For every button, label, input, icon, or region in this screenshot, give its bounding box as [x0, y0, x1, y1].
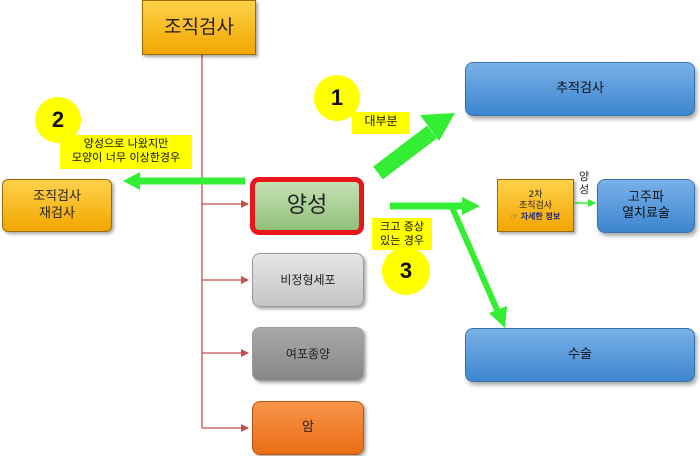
- note-mostly: 대부분: [352, 112, 410, 134]
- atypical-label: 비정형세포: [280, 272, 336, 287]
- arrow-to-second-biopsy-head: [462, 197, 480, 215]
- arrow-to-rebiopsy-head: [123, 172, 140, 190]
- badge-1-number: 1: [330, 85, 344, 110]
- badge-2-number: 2: [51, 107, 65, 132]
- rebiopsy-label-line1: 조직검사: [33, 189, 81, 205]
- benign-vertical-2: 성: [578, 183, 590, 196]
- rfa-node: 고주파 열치료술: [597, 179, 695, 233]
- benign-vertical-label: 양 성: [576, 167, 592, 199]
- followup-node: 추적검사: [465, 62, 695, 116]
- cancer-label: 암: [302, 419, 314, 435]
- badge-3-number: 3: [399, 258, 413, 283]
- root-biopsy-node: 조직검사: [142, 0, 256, 55]
- note-mostly-text: 대부분: [364, 114, 398, 128]
- rebiopsy-label-line2: 재검사: [39, 205, 75, 221]
- followup-label: 추적검사: [556, 80, 604, 96]
- second-biopsy-line2: 조직검사: [518, 200, 553, 211]
- details-link-label: 자세한 정보: [520, 211, 561, 221]
- arrow-to-followup-shaft: [373, 125, 437, 180]
- root-label: 조직검사: [164, 15, 234, 38]
- rebiopsy-node: 조직검사 재검사: [2, 179, 112, 232]
- pointing-hand-icon: ☞: [510, 211, 518, 221]
- note-benign-but-odd-line2: 모양이 너무 이상한경우: [71, 150, 181, 164]
- second-biopsy-line1: 2차: [528, 189, 543, 200]
- note-large-symptoms: 크고 증상 있는 경우: [372, 218, 432, 250]
- follicular-label: 여포종양: [285, 346, 331, 361]
- note-benign-but-odd-line1: 양성으로 나왔지만: [83, 137, 169, 150]
- note-large-symptoms-line2: 있는 경우: [380, 233, 424, 247]
- benign-label: 양성: [286, 193, 328, 219]
- benign-vertical-1: 양: [578, 169, 590, 183]
- arrow-to-followup-head: [420, 113, 455, 141]
- benign-node: 양성: [250, 177, 364, 235]
- second-biopsy-node[interactable]: 2차 조직검사 ☞ 자세한 정보: [497, 179, 574, 232]
- rfa-label-line2: 열치료술: [622, 206, 670, 221]
- badge-3: 3: [382, 247, 430, 295]
- arrow-to-surgery-head: [489, 306, 507, 328]
- note-benign-but-odd: 양성으로 나왔지만 모양이 너무 이상한경우: [60, 135, 192, 169]
- note-large-symptoms-line1: 크고 증상: [380, 220, 424, 233]
- cancer-node: 암: [252, 401, 364, 455]
- follicular-tumor-node: 여포종양: [252, 327, 364, 381]
- rfa-label-line1: 고주파: [628, 189, 664, 205]
- arrow-to-surgery-shaft: [449, 205, 501, 314]
- badge-1: 1: [314, 75, 360, 121]
- atypical-cells-node: 비정형세포: [252, 253, 364, 307]
- details-link[interactable]: ☞ 자세한 정보: [511, 212, 561, 222]
- surgery-label: 수술: [568, 346, 592, 362]
- surgery-node: 수술: [465, 328, 695, 382]
